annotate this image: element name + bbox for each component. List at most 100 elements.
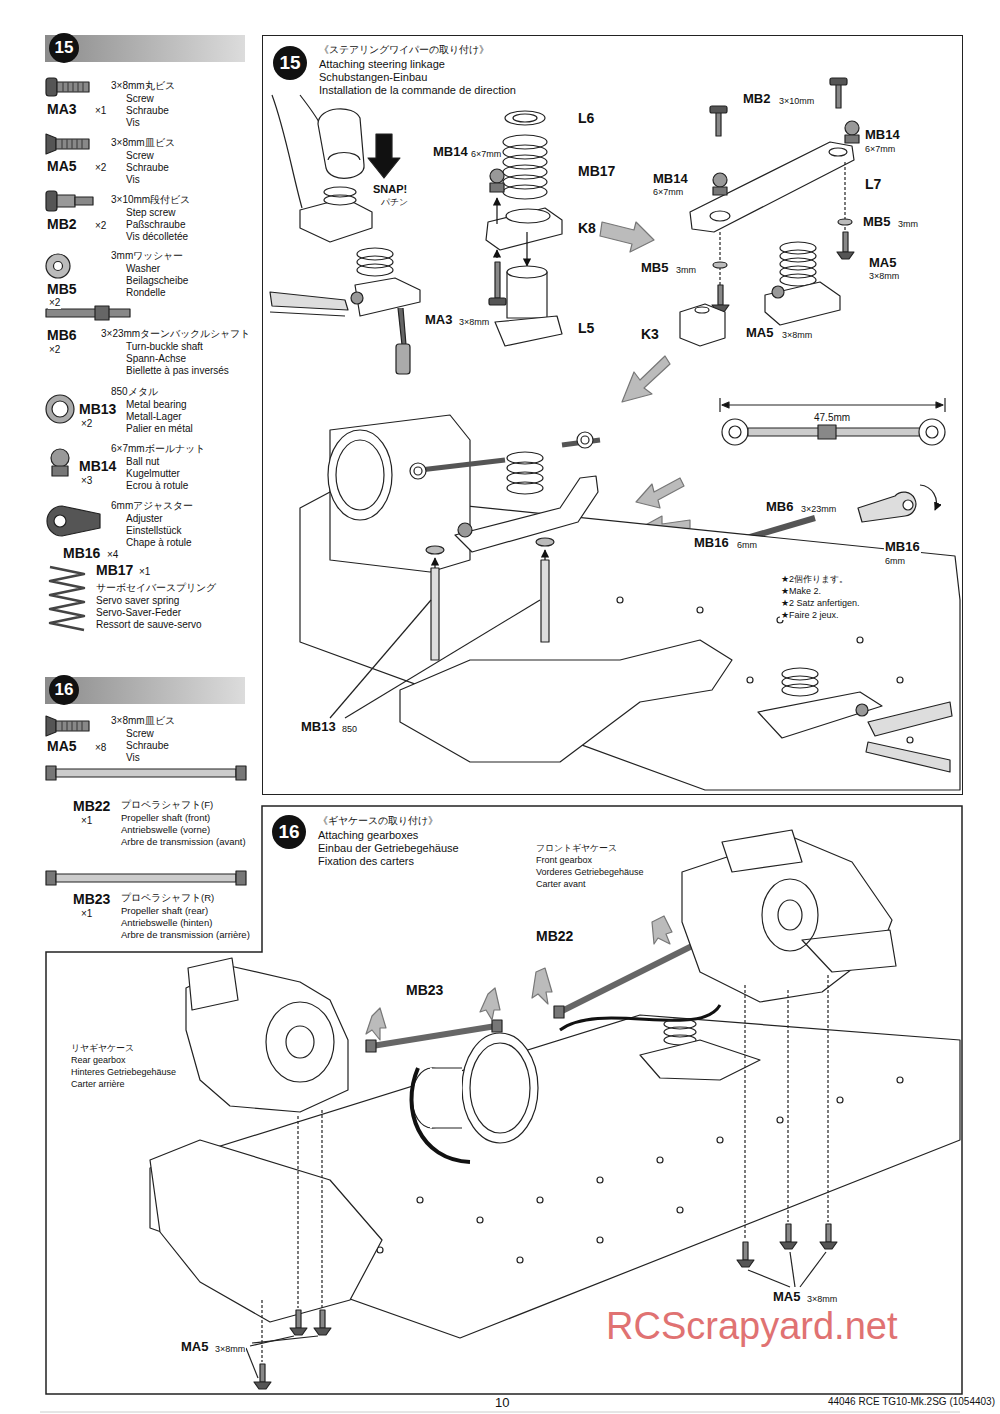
part-label: 3×8mm — [868, 271, 900, 281]
panel-border — [46, 806, 962, 1394]
page-footer: 44046 RCE TG10-Mk.2SG (1054403) — [827, 1396, 996, 1408]
part-label: Vis — [125, 174, 141, 186]
part-code: MB6 — [765, 500, 794, 515]
part-label: 3mmワッシャー — [110, 250, 184, 262]
step-number: 16 — [49, 675, 79, 705]
part-label: Chape à rotule — [125, 537, 193, 549]
part-code: MB14 — [432, 145, 469, 160]
part-code: L6 — [577, 110, 595, 126]
part-label: ×1 — [80, 815, 93, 827]
part-label: ×1 — [138, 566, 151, 578]
part-code: MB13 — [78, 401, 117, 417]
part-label: Schraube — [125, 740, 170, 752]
step-header-bar: 15 — [45, 35, 245, 62]
part-label: Antriebswelle (vorne) — [120, 825, 211, 836]
part-code: MB14 — [78, 458, 117, 474]
part-label: Washer — [125, 263, 161, 275]
part-code: MA5 — [772, 1290, 801, 1305]
part-label: Antriebswelle (hinten) — [120, 918, 213, 929]
part-code: MB23 — [72, 891, 111, 907]
part-label: ×1 — [80, 908, 93, 920]
part-code: MB6 — [46, 327, 78, 343]
part-label: 47.5mm — [813, 412, 851, 424]
part-label: プロペラシャフト(F) — [120, 800, 214, 811]
step-title: Fixation des carters — [318, 855, 414, 868]
part-code: K8 — [577, 220, 597, 236]
part-code: K3 — [640, 326, 660, 342]
part-label: ×8 — [94, 742, 107, 754]
part-label: 3×10mm — [778, 96, 815, 106]
part-label: Vis — [125, 752, 141, 764]
part-label: ×3 — [80, 475, 93, 487]
step-title: Schubstangen-Einbau — [319, 71, 427, 84]
step-header-bar: 16 — [45, 677, 245, 704]
part-label: ×4 — [106, 549, 119, 561]
part-label: ★2個作ります。 — [780, 574, 849, 584]
step-number: 15 — [273, 46, 307, 80]
part-code: MB5 — [862, 215, 891, 230]
propeller-shaft-icon — [46, 766, 246, 885]
part-label: 3×23mmターンバックルシャフト — [100, 328, 251, 340]
part-label: Metal bearing — [125, 399, 188, 411]
part-label: 850 — [341, 724, 358, 734]
step-title: Einbau der Getriebegehäuse — [318, 842, 459, 855]
part-label: Arbre de transmission (avant) — [120, 837, 247, 848]
step-title: 《ギヤケースの取り付け》 — [318, 815, 438, 827]
part-label: 6mm — [884, 556, 906, 566]
part-label: プロペラシャフト(R) — [120, 893, 215, 904]
part-label: Rear gearbox — [70, 1055, 127, 1065]
part-label: Palier en métal — [125, 423, 194, 435]
part-label: Propeller shaft (front) — [120, 813, 211, 824]
part-code: MB22 — [72, 798, 111, 814]
part-label: Paßschraube — [125, 219, 186, 231]
part-label: 3mm — [897, 219, 919, 229]
part-label: フロントギヤケース — [535, 843, 618, 853]
part-label: 3mm — [675, 265, 697, 275]
part-label: 3×8mm — [458, 317, 490, 327]
part-label: 6×7mmボールナット — [110, 443, 206, 455]
part-code: MB2 — [742, 92, 771, 107]
part-label: 3×8mm — [214, 1344, 246, 1354]
part-label: Metall-Lager — [125, 411, 183, 423]
part-label: Servo-Saver-Feder — [95, 607, 182, 619]
part-code: MA3 — [46, 101, 78, 117]
part-code: MA5 — [180, 1340, 209, 1355]
part-code: MB5 — [46, 281, 78, 297]
part-label: 6×7mm — [652, 187, 684, 197]
part-code: MA5 — [745, 326, 774, 341]
part-label: Ressort de sauve-servo — [95, 619, 203, 631]
step16-illustration — [150, 830, 960, 1389]
part-label: 6mm — [736, 540, 758, 550]
part-label: 3×8mm丸ビス — [110, 80, 176, 92]
part-label: Vis — [125, 117, 141, 129]
part-code: MA3 — [424, 313, 453, 328]
step-title: Attaching steering linkage — [319, 58, 445, 71]
step-title: Installation de la commande de direction — [319, 84, 516, 97]
part-label: 3×8mm皿ビス — [110, 715, 176, 727]
step15-illustration — [270, 78, 960, 790]
part-label: Adjuster — [125, 513, 164, 525]
part-label: Rondelle — [125, 287, 166, 299]
part-code: MB22 — [535, 928, 574, 944]
part-label: パチン — [380, 197, 409, 207]
part-label: ★Faire 2 jeux. — [780, 610, 840, 620]
part-code: MA5 — [46, 158, 78, 174]
part-code: SNAP! — [372, 183, 408, 196]
part-label: Arbre de transmission (arrière) — [120, 930, 251, 941]
part-label: Schraube — [125, 162, 170, 174]
step-title: 《ステアリングワイパーの取り付け》 — [319, 44, 489, 56]
watermark: RCScrapyard.net — [605, 1305, 898, 1349]
part-code: MB2 — [46, 216, 78, 232]
part-label: ×1 — [94, 105, 107, 117]
part-code: MB16 — [884, 540, 921, 555]
part-code: L7 — [864, 176, 882, 192]
part-label: 3×8mm — [806, 1294, 838, 1304]
part-label: ×2 — [94, 162, 107, 174]
part-label: Beilagscheibe — [125, 275, 189, 287]
part-label: ×2 — [48, 297, 61, 309]
part-label: ★2 Satz anfertigen. — [780, 598, 861, 608]
part-code: MB13 — [300, 720, 337, 735]
step-title: Attaching gearboxes — [318, 829, 418, 842]
screw-icon — [46, 78, 130, 736]
part-code: MB5 — [640, 261, 669, 276]
